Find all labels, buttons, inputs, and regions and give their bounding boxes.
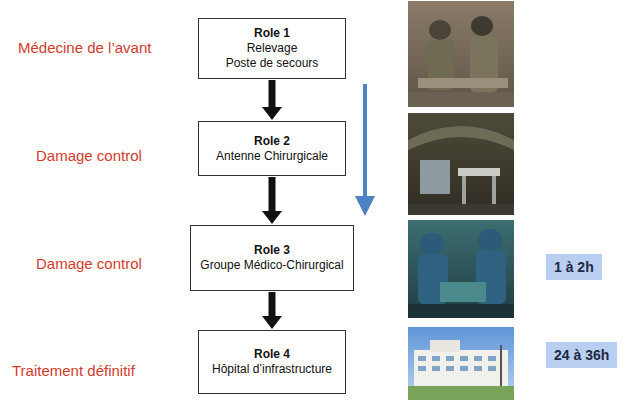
role-text: Relevage	[247, 41, 298, 56]
level-label: Médecine de l’avant	[18, 39, 151, 56]
role-title: Role 3	[254, 243, 290, 258]
flow-arrow	[262, 292, 282, 329]
role-box: Role 4Hôpital d’infrastructure	[198, 330, 346, 394]
progress-arrow	[355, 84, 375, 216]
role-text: Antenne Chirurgicale	[216, 149, 328, 164]
level-label: Damage control	[36, 147, 142, 164]
flow-arrow	[262, 177, 282, 224]
role-text: Poste de secours	[226, 56, 319, 71]
tent-photo	[408, 113, 514, 215]
level-label: Traitement définitif	[12, 362, 135, 379]
flow-arrow	[262, 80, 282, 120]
role-text: Groupe Médico-Chirurgical	[200, 258, 343, 273]
level-label: Damage control	[36, 255, 142, 272]
role-title: Role 4	[254, 347, 290, 362]
surgery-photo	[408, 220, 514, 318]
role-box: Role 2Antenne Chirurgicale	[198, 121, 346, 176]
soldiers-photo	[408, 1, 514, 107]
role-box: Role 3Groupe Médico-Chirurgical	[190, 225, 354, 291]
time-badge: 24 à 36h	[546, 342, 617, 368]
role-title: Role 1	[254, 26, 290, 41]
role-box: Role 1RelevagePoste de secours	[198, 18, 346, 79]
time-badge: 1 à 2h	[546, 254, 602, 280]
role-title: Role 2	[254, 134, 290, 149]
role-text: Hôpital d’infrastructure	[212, 362, 332, 377]
hospital-photo	[408, 327, 514, 400]
